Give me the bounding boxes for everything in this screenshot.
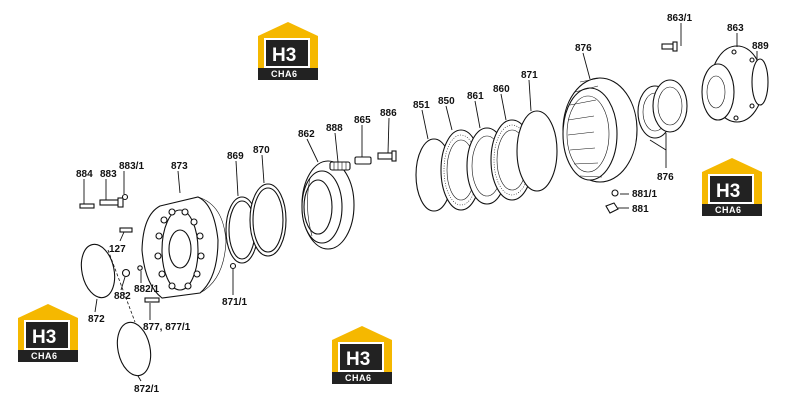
bolt-877 [144, 297, 160, 303]
label-870: 870 [253, 145, 270, 156]
logo-tag-text: CHA6 [31, 351, 58, 361]
label-872-1: 872/1 [134, 384, 159, 395]
leader-lines [83, 23, 758, 382]
label-873: 873 [171, 161, 188, 172]
o-ring-871-1 [229, 262, 237, 270]
label-883: 883 [100, 169, 117, 180]
logo-mark-text: H3 [716, 181, 740, 202]
logo-mark-text: H3 [346, 349, 370, 370]
label-860: 860 [493, 84, 510, 95]
brand-logo: H3 CHA6 [258, 22, 318, 80]
label-876: 876 [575, 43, 592, 54]
label-850: 850 [438, 96, 455, 107]
label-863: 863 [727, 23, 744, 34]
label-127: 127 [109, 244, 126, 255]
label-876-bearing: 876 [657, 172, 674, 183]
ring-870 [249, 183, 287, 257]
label-871-1: 871/1 [222, 297, 247, 308]
seal-889 [751, 58, 769, 106]
piston-862 [301, 160, 355, 250]
label-869: 869 [227, 151, 244, 162]
bolt-884 [79, 203, 95, 209]
label-851: 851 [413, 100, 430, 111]
brand-logo: H3 CHA6 [702, 158, 762, 216]
bolt-127 [119, 227, 133, 233]
label-882-1: 882/1 [134, 284, 159, 295]
label-863-1: 863/1 [667, 13, 692, 24]
bolt-863-1 [661, 41, 678, 52]
carrier-873 [141, 196, 227, 299]
pin-865 [354, 156, 372, 165]
gasket-872 [80, 243, 116, 299]
label-871: 871 [521, 70, 538, 81]
plug-882 [121, 268, 131, 278]
label-884: 884 [76, 169, 93, 180]
logo-mark-text: H3 [32, 327, 56, 348]
label-888: 888 [326, 123, 343, 134]
label-889: 889 [752, 41, 769, 52]
label-886: 886 [380, 108, 397, 119]
washer-881-1 [611, 189, 619, 197]
logo-tag-text: CHA6 [271, 69, 298, 79]
bolt-886 [377, 150, 397, 162]
label-881-1: 881/1 [632, 189, 657, 200]
label-862: 862 [298, 129, 315, 140]
logo-tag-text: CHA6 [345, 373, 372, 383]
label-872: 872 [88, 314, 105, 325]
brand-logo: H3 CHA6 [18, 304, 78, 362]
label-865: 865 [354, 115, 371, 126]
logo-tag-text: CHA6 [715, 205, 742, 215]
brand-logo: H3 CHA6 [332, 326, 392, 384]
label-861: 861 [467, 91, 484, 102]
ring-gear-876 [562, 77, 638, 183]
logo-mark-text: H3 [272, 45, 296, 66]
plug-881 [605, 202, 619, 214]
bearing-876-outer [652, 79, 688, 133]
label-877: 877, 877/1 [143, 322, 191, 333]
spring-888 [329, 161, 351, 171]
label-883-1: 883/1 [119, 161, 144, 172]
washer-883-1 [121, 193, 129, 201]
bolt-883 [99, 197, 124, 208]
label-881: 881 [632, 204, 649, 215]
label-882: 882 [114, 291, 131, 302]
gasket-872-1 [116, 321, 152, 377]
washer-882-1 [137, 265, 143, 271]
disc-871 [516, 110, 558, 192]
